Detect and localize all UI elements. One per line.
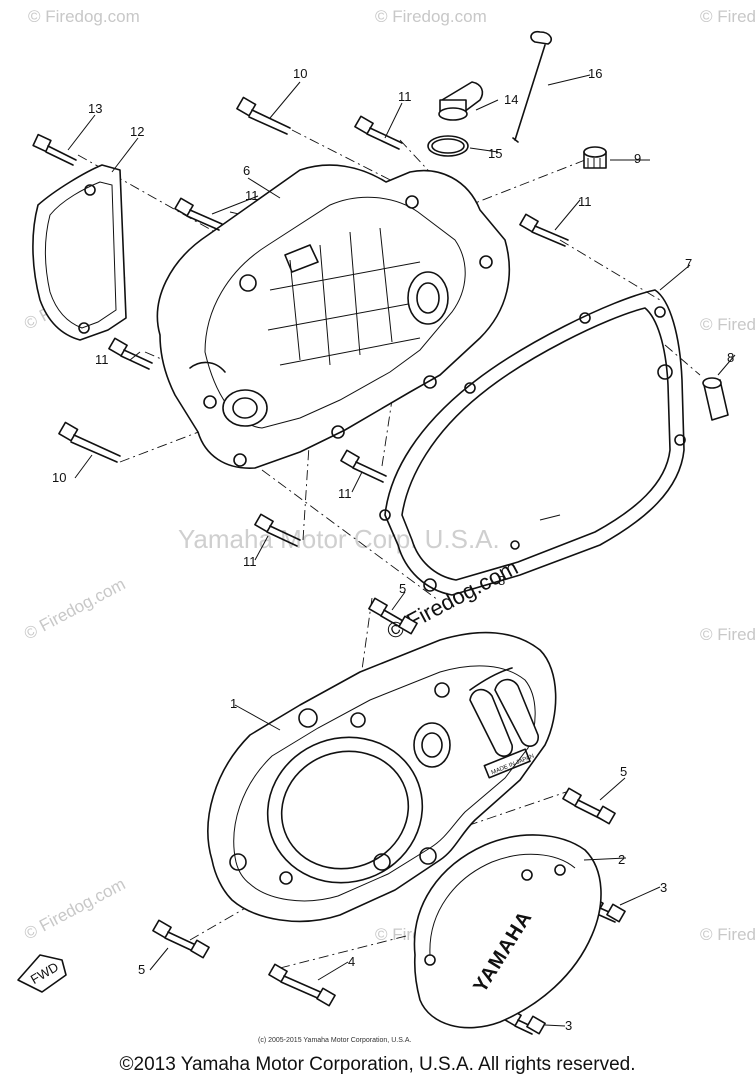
callout-7: 7 (685, 256, 692, 271)
watermark-text: © Firedog.com (21, 874, 129, 943)
callout-4: 4 (348, 954, 355, 969)
bolt-4 (268, 963, 336, 1007)
callout-11: 11 (398, 89, 412, 104)
callout-5: 5 (138, 962, 145, 977)
callout-13: 13 (88, 101, 102, 116)
bolt-11-top (354, 115, 403, 150)
callout-8: 8 (498, 573, 505, 588)
small-credit-text: (c) 2005-2015 Yamaha Motor Corporation, … (258, 1037, 411, 1044)
crankcase-cover-6 (156, 164, 511, 469)
callout-11: 11 (245, 188, 259, 203)
callout-11: 11 (338, 486, 352, 501)
bolt-5-right (562, 787, 616, 825)
callout-5: 5 (399, 581, 406, 596)
callout-12: 12 (130, 124, 144, 139)
watermark-text: © Firedog.com (375, 7, 487, 26)
callout-16: 16 (588, 66, 602, 81)
bolt-13 (32, 133, 77, 166)
cover-plate-12 (32, 164, 127, 341)
bolt-5-upper (368, 597, 418, 635)
bolt-11-bottom (254, 513, 301, 547)
cover-2-yamaha: YAMAHA (413, 834, 602, 1029)
bolt-11-lower-center (340, 449, 387, 483)
bolt-10-top (236, 96, 291, 135)
fwd-arrow-icon: FWD (17, 954, 67, 993)
watermark-text: © Firedog.com (21, 574, 129, 643)
callout-6: 6 (243, 163, 250, 178)
bolt-11-right (519, 213, 569, 247)
callout-5: 5 (620, 764, 627, 779)
callout-15: 15 (488, 146, 502, 161)
dowel-pin-8 (702, 377, 729, 421)
callout-10: 10 (52, 470, 66, 485)
dipstick-16 (512, 30, 552, 143)
callout-labels: 13 12 10 11 6 11 16 14 15 9 11 7 8 11 10… (52, 66, 734, 1033)
bolt-11-left-lower (108, 337, 153, 370)
callout-11: 11 (243, 554, 257, 569)
watermark-text: © Firedog.com (700, 315, 755, 334)
callout-11: 11 (95, 352, 109, 367)
plug-9 (583, 146, 607, 169)
watermark-text: © Firedog.com (700, 7, 755, 26)
oil-filler-cap-14 (438, 81, 484, 121)
crankcase-cover-1: MADE IN JAPAN (207, 631, 557, 923)
watermark-dark-text: © Firedog.com (383, 554, 522, 644)
gasket-7 (379, 289, 686, 596)
callout-1: 1 (230, 696, 237, 711)
bolt-11-left-upper (174, 197, 223, 231)
watermark-text: © Firedog.com (700, 925, 755, 944)
watermark-text: © Firedog.com (700, 625, 755, 644)
o-ring-15 (427, 135, 469, 157)
bolt-5-left (152, 919, 210, 959)
callout-9: 9 (634, 151, 641, 166)
leader-lines (67, 74, 736, 1027)
callout-14: 14 (504, 92, 518, 107)
callout-8: 8 (727, 350, 734, 365)
copyright-footer: ©2013 Yamaha Motor Corporation, U.S.A. A… (119, 1054, 636, 1075)
callout-10: 10 (293, 66, 307, 81)
bolt-10-bottom (58, 421, 121, 463)
callout-3: 3 (660, 880, 667, 895)
watermark-text: © Firedog.com (28, 7, 140, 26)
bolts (32, 96, 626, 1035)
callout-11: 11 (578, 194, 592, 209)
callout-2: 2 (618, 852, 625, 867)
callout-3: 3 (565, 1018, 572, 1033)
watermark-center-text: Yamaha Motor Corp. U.S.A. (178, 524, 500, 554)
